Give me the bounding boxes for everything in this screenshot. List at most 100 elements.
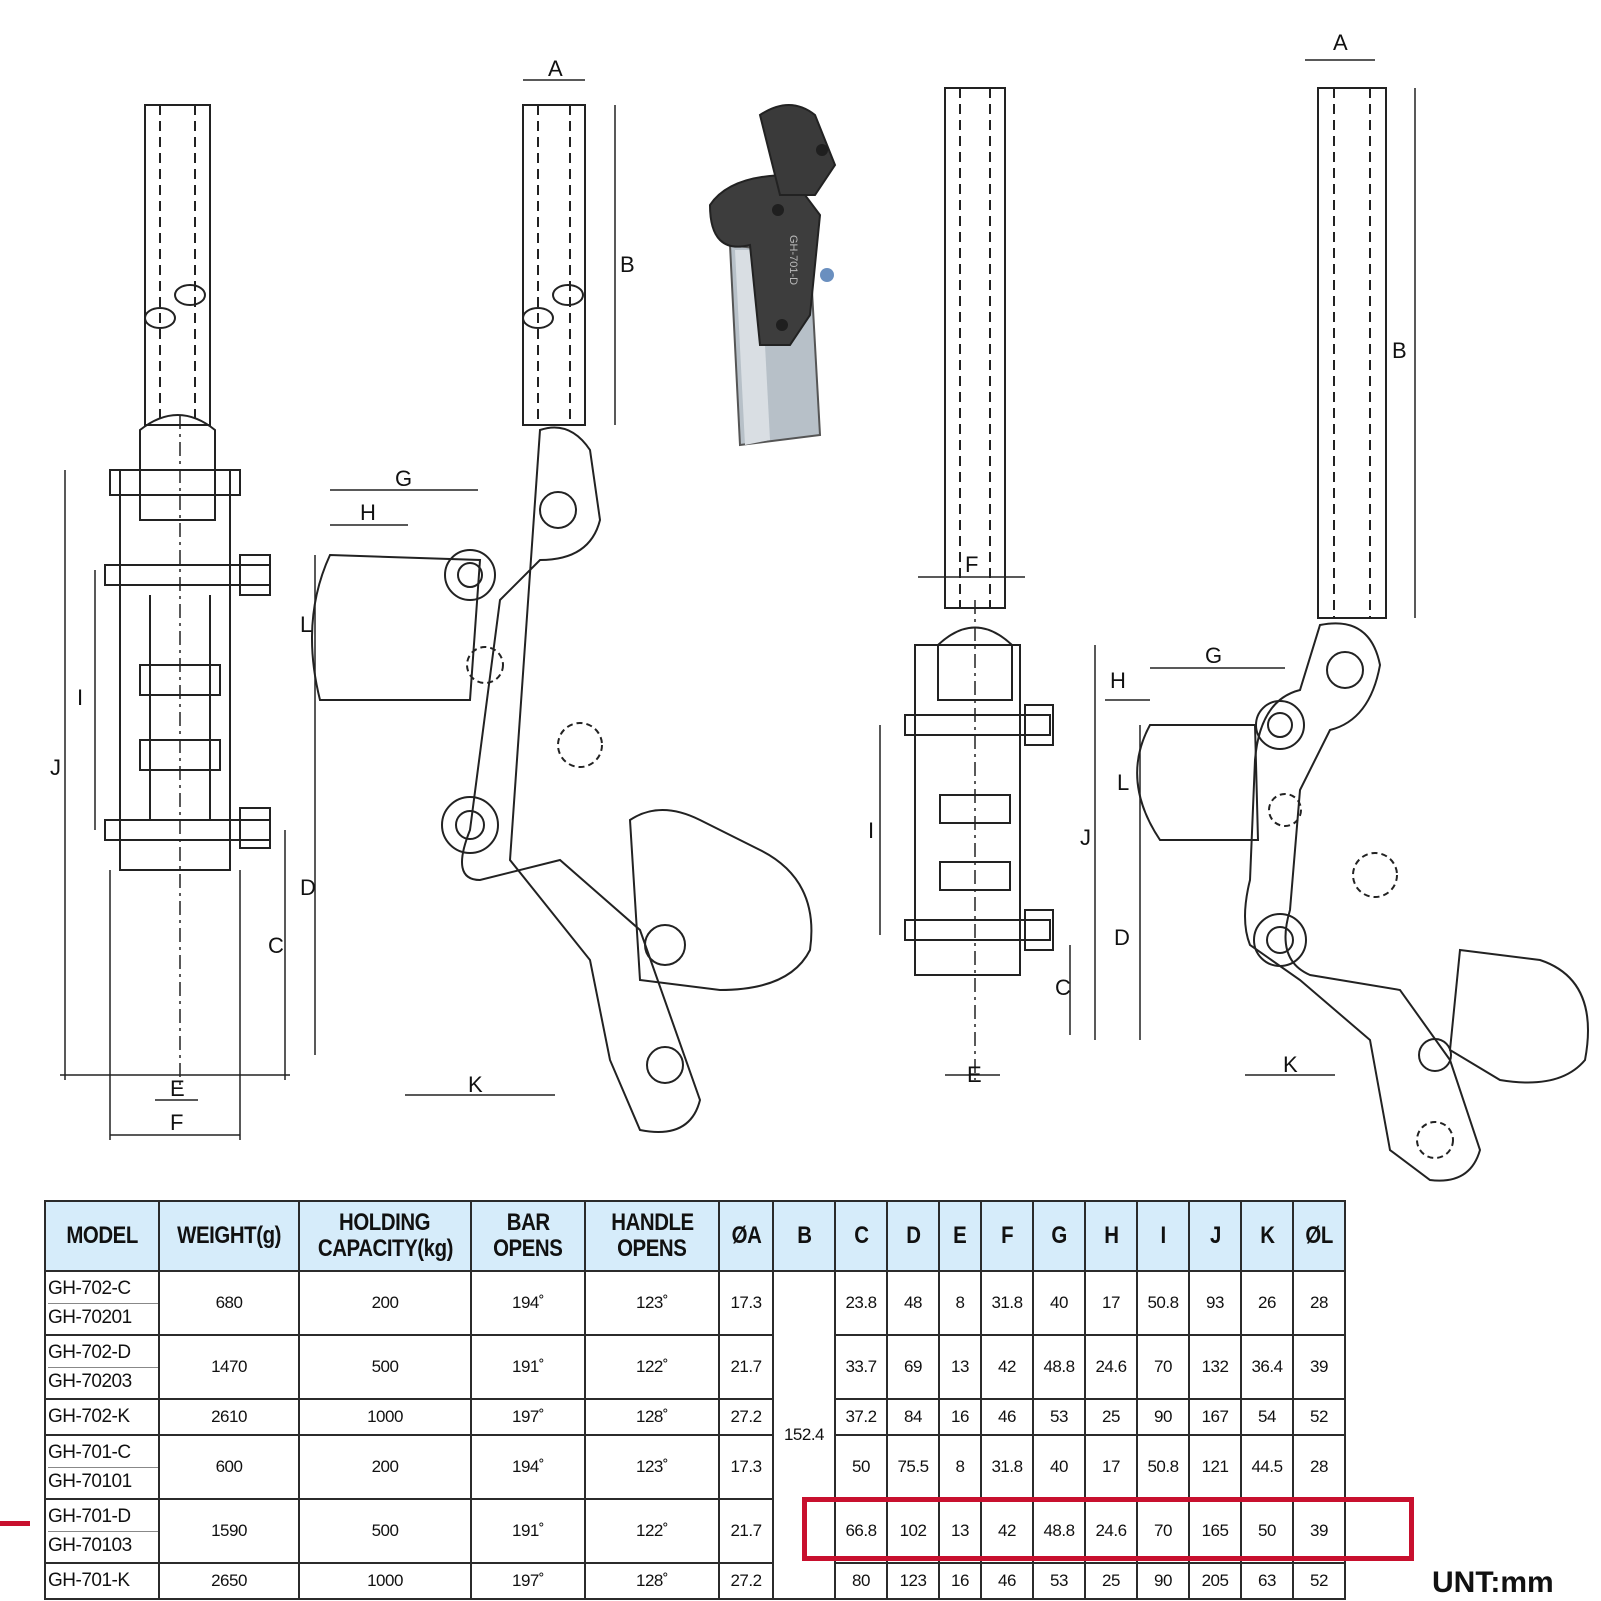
f-cell: 31.8 xyxy=(980,1270,1034,1336)
bar-opens-cell: 191˚ xyxy=(470,1498,586,1564)
h-cell: 24.6 xyxy=(1084,1498,1138,1564)
i-cell: 90 xyxy=(1136,1398,1190,1436)
capacity-cell: 1000 xyxy=(298,1562,472,1600)
handle-opens-cell: 123˚ xyxy=(584,1270,720,1336)
g-cell: 53 xyxy=(1032,1562,1086,1600)
bar-opens-cell: 194˚ xyxy=(470,1270,586,1336)
handle-opens-cell: 128˚ xyxy=(584,1562,720,1600)
dim-label-g: G xyxy=(395,466,412,491)
capacity-cell: 1000 xyxy=(298,1398,472,1436)
weight-cell: 2650 xyxy=(158,1562,300,1600)
f-cell: 46 xyxy=(980,1562,1034,1600)
j-cell: 205 xyxy=(1188,1562,1242,1600)
dim-label-k: K xyxy=(1283,1052,1298,1077)
f-cell: 42 xyxy=(980,1498,1034,1564)
dim-label-b: B xyxy=(1392,338,1407,363)
i-cell: 70 xyxy=(1136,1498,1190,1564)
d-cell: 75.5 xyxy=(886,1434,940,1500)
bar-opens-cell: 194˚ xyxy=(470,1434,586,1500)
dim-label-h: H xyxy=(360,500,376,525)
h-cell: 24.6 xyxy=(1084,1334,1138,1400)
j-cell: 132 xyxy=(1188,1334,1242,1400)
j-cell: 93 xyxy=(1188,1270,1242,1336)
e-cell: 16 xyxy=(938,1562,982,1600)
capacity-cell: 500 xyxy=(298,1498,472,1564)
dim-label-h: H xyxy=(1110,668,1126,693)
c-cell: 33.7 xyxy=(834,1334,888,1400)
col-header-l: ØL xyxy=(1292,1200,1346,1272)
unit-label: UNT:mm xyxy=(1432,1566,1554,1599)
col-header-b: B xyxy=(772,1200,836,1272)
col-header-f: F xyxy=(980,1200,1034,1272)
dim-label-j: J xyxy=(50,755,61,780)
h-cell: 25 xyxy=(1084,1562,1138,1600)
f-cell: 31.8 xyxy=(980,1434,1034,1500)
h-cell: 25 xyxy=(1084,1398,1138,1436)
a-cell: 27.2 xyxy=(718,1398,774,1436)
bar-opens-cell: 191˚ xyxy=(470,1334,586,1400)
handle-opens-cell: 122˚ xyxy=(584,1498,720,1564)
d-cell: 102 xyxy=(886,1498,940,1564)
i-cell: 70 xyxy=(1136,1334,1190,1400)
dim-label-a: A xyxy=(548,56,563,81)
handle-opens-cell: 122˚ xyxy=(584,1334,720,1400)
e-cell: 13 xyxy=(938,1334,982,1400)
front-view-drawing-3 xyxy=(879,87,1096,1080)
e-cell: 8 xyxy=(938,1434,982,1500)
dim-label-e: E xyxy=(170,1076,185,1101)
dim-label-i: I xyxy=(868,818,874,843)
l-cell: 39 xyxy=(1292,1334,1346,1400)
e-cell: 16 xyxy=(938,1398,982,1436)
handle-opens-cell: 128˚ xyxy=(584,1398,720,1436)
g-cell: 53 xyxy=(1032,1398,1086,1436)
d-cell: 48 xyxy=(886,1270,940,1336)
product-photo: GH-701-D xyxy=(708,104,837,447)
dim-label-k: K xyxy=(468,1072,483,1097)
a-cell: 21.7 xyxy=(718,1334,774,1400)
dim-label-d: D xyxy=(1114,925,1130,950)
dim-label-f: F xyxy=(965,552,978,577)
f-cell: 46 xyxy=(980,1398,1034,1436)
j-cell: 167 xyxy=(1188,1398,1242,1436)
j-cell: 121 xyxy=(1188,1434,1242,1500)
a-cell: 17.3 xyxy=(718,1434,774,1500)
table-row: GH-702-K 2610 1000 197˚ 128˚ 27.2 37.2 8… xyxy=(44,1398,1346,1436)
technical-drawings: A B G H L I J D C E F K A B F G H L I J … xyxy=(50,30,1589,1182)
col-header-j: J xyxy=(1188,1200,1242,1272)
k-cell: 54 xyxy=(1240,1398,1294,1436)
capacity-cell: 500 xyxy=(298,1334,472,1400)
col-header-k: K xyxy=(1240,1200,1294,1272)
dim-label-d: D xyxy=(300,875,316,900)
f-cell: 42 xyxy=(980,1334,1034,1400)
weight-cell: 1470 xyxy=(158,1334,300,1400)
l-cell: 28 xyxy=(1292,1434,1346,1500)
c-cell: 66.8 xyxy=(834,1498,888,1564)
c-cell: 80 xyxy=(834,1562,888,1600)
d-cell: 84 xyxy=(886,1398,940,1436)
l-cell: 39 xyxy=(1292,1498,1346,1564)
col-header-model: MODEL xyxy=(44,1200,160,1272)
d-cell: 123 xyxy=(886,1562,940,1600)
l-cell: 28 xyxy=(1292,1270,1346,1336)
dim-label-a: A xyxy=(1333,30,1348,55)
k-cell: 36.4 xyxy=(1240,1334,1294,1400)
l-cell: 52 xyxy=(1292,1562,1346,1600)
a-cell: 27.2 xyxy=(718,1562,774,1600)
l-cell: 52 xyxy=(1292,1398,1346,1436)
dim-label-c: C xyxy=(268,933,284,958)
col-header-i: I xyxy=(1136,1200,1190,1272)
d-cell: 69 xyxy=(886,1334,940,1400)
a-cell: 17.3 xyxy=(718,1270,774,1336)
capacity-cell: 200 xyxy=(298,1270,472,1336)
h-cell: 17 xyxy=(1084,1270,1138,1336)
weight-cell: 600 xyxy=(158,1434,300,1500)
g-cell: 40 xyxy=(1032,1270,1086,1336)
